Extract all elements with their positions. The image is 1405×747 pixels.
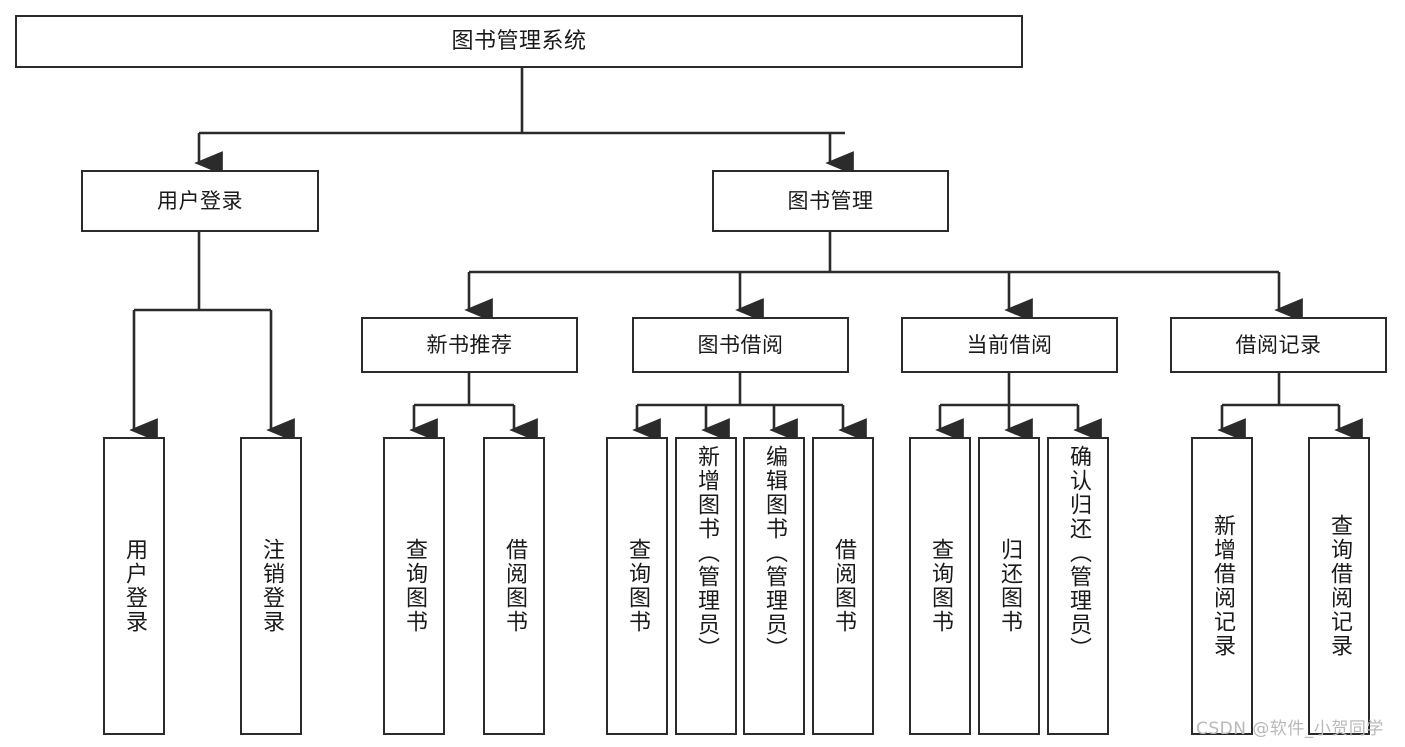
node-label: 用户登录 [157,188,243,213]
node-leaf-query-borrow-record[interactable]: 查询借阅记录 [1308,437,1370,735]
node-leaf-edit-book-admin[interactable]: 编辑图书（管理员） [743,437,805,735]
node-book-borrow[interactable]: 图书借阅 [632,317,849,373]
node-root-book-management-system[interactable]: 图书管理系统 [15,15,1023,68]
node-label: 确认归还（管理员） [1066,445,1091,661]
node-leaf-confirm-return-admin[interactable]: 确认归还（管理员） [1047,437,1109,735]
node-label: 查询借阅记录 [1327,514,1352,658]
node-label: 新增图书（管理员） [694,445,719,661]
node-label: 查询图书 [625,538,650,634]
node-leaf-add-book-admin[interactable]: 新增图书（管理员） [675,437,737,735]
node-leaf-return-book[interactable]: 归还图书 [978,437,1040,735]
node-label: 图书管理系统 [451,28,587,54]
node-label: 用户登录 [122,538,147,634]
node-label: 新书推荐 [426,332,513,357]
node-label: 注销登录 [259,538,284,634]
node-leaf-user-login[interactable]: 用户登录 [103,437,165,735]
node-leaf-add-borrow-record[interactable]: 新增借阅记录 [1191,437,1253,735]
node-label: 查询图书 [402,538,427,634]
node-leaf-query-book-borrow[interactable]: 查询图书 [606,437,668,735]
node-label: 借阅图书 [831,538,856,634]
node-new-book-recommend[interactable]: 新书推荐 [361,317,578,373]
node-book-manage[interactable]: 图书管理 [712,170,949,232]
node-label: 归还图书 [997,538,1022,634]
node-leaf-query-book-current[interactable]: 查询图书 [909,437,971,735]
csdn-watermark: CSDN @软件_小贺同学 [1196,719,1384,739]
node-label: 借阅记录 [1235,332,1322,357]
node-label: 当前借阅 [966,332,1053,357]
node-label: 借阅图书 [502,538,527,634]
node-user-login[interactable]: 用户登录 [81,170,319,232]
node-leaf-logout-login[interactable]: 注销登录 [240,437,302,735]
node-current-borrow[interactable]: 当前借阅 [901,317,1118,373]
node-label: 图书借阅 [697,332,784,357]
node-label: 查询图书 [928,538,953,634]
node-borrow-record[interactable]: 借阅记录 [1170,317,1387,373]
node-leaf-borrow-book[interactable]: 借阅图书 [812,437,874,735]
node-label: 图书管理 [787,188,874,213]
node-leaf-borrow-book-recommend[interactable]: 借阅图书 [483,437,545,735]
node-label: 新增借阅记录 [1210,514,1235,658]
node-leaf-query-book-recommend[interactable]: 查询图书 [383,437,445,735]
node-label: 编辑图书（管理员） [762,445,787,661]
